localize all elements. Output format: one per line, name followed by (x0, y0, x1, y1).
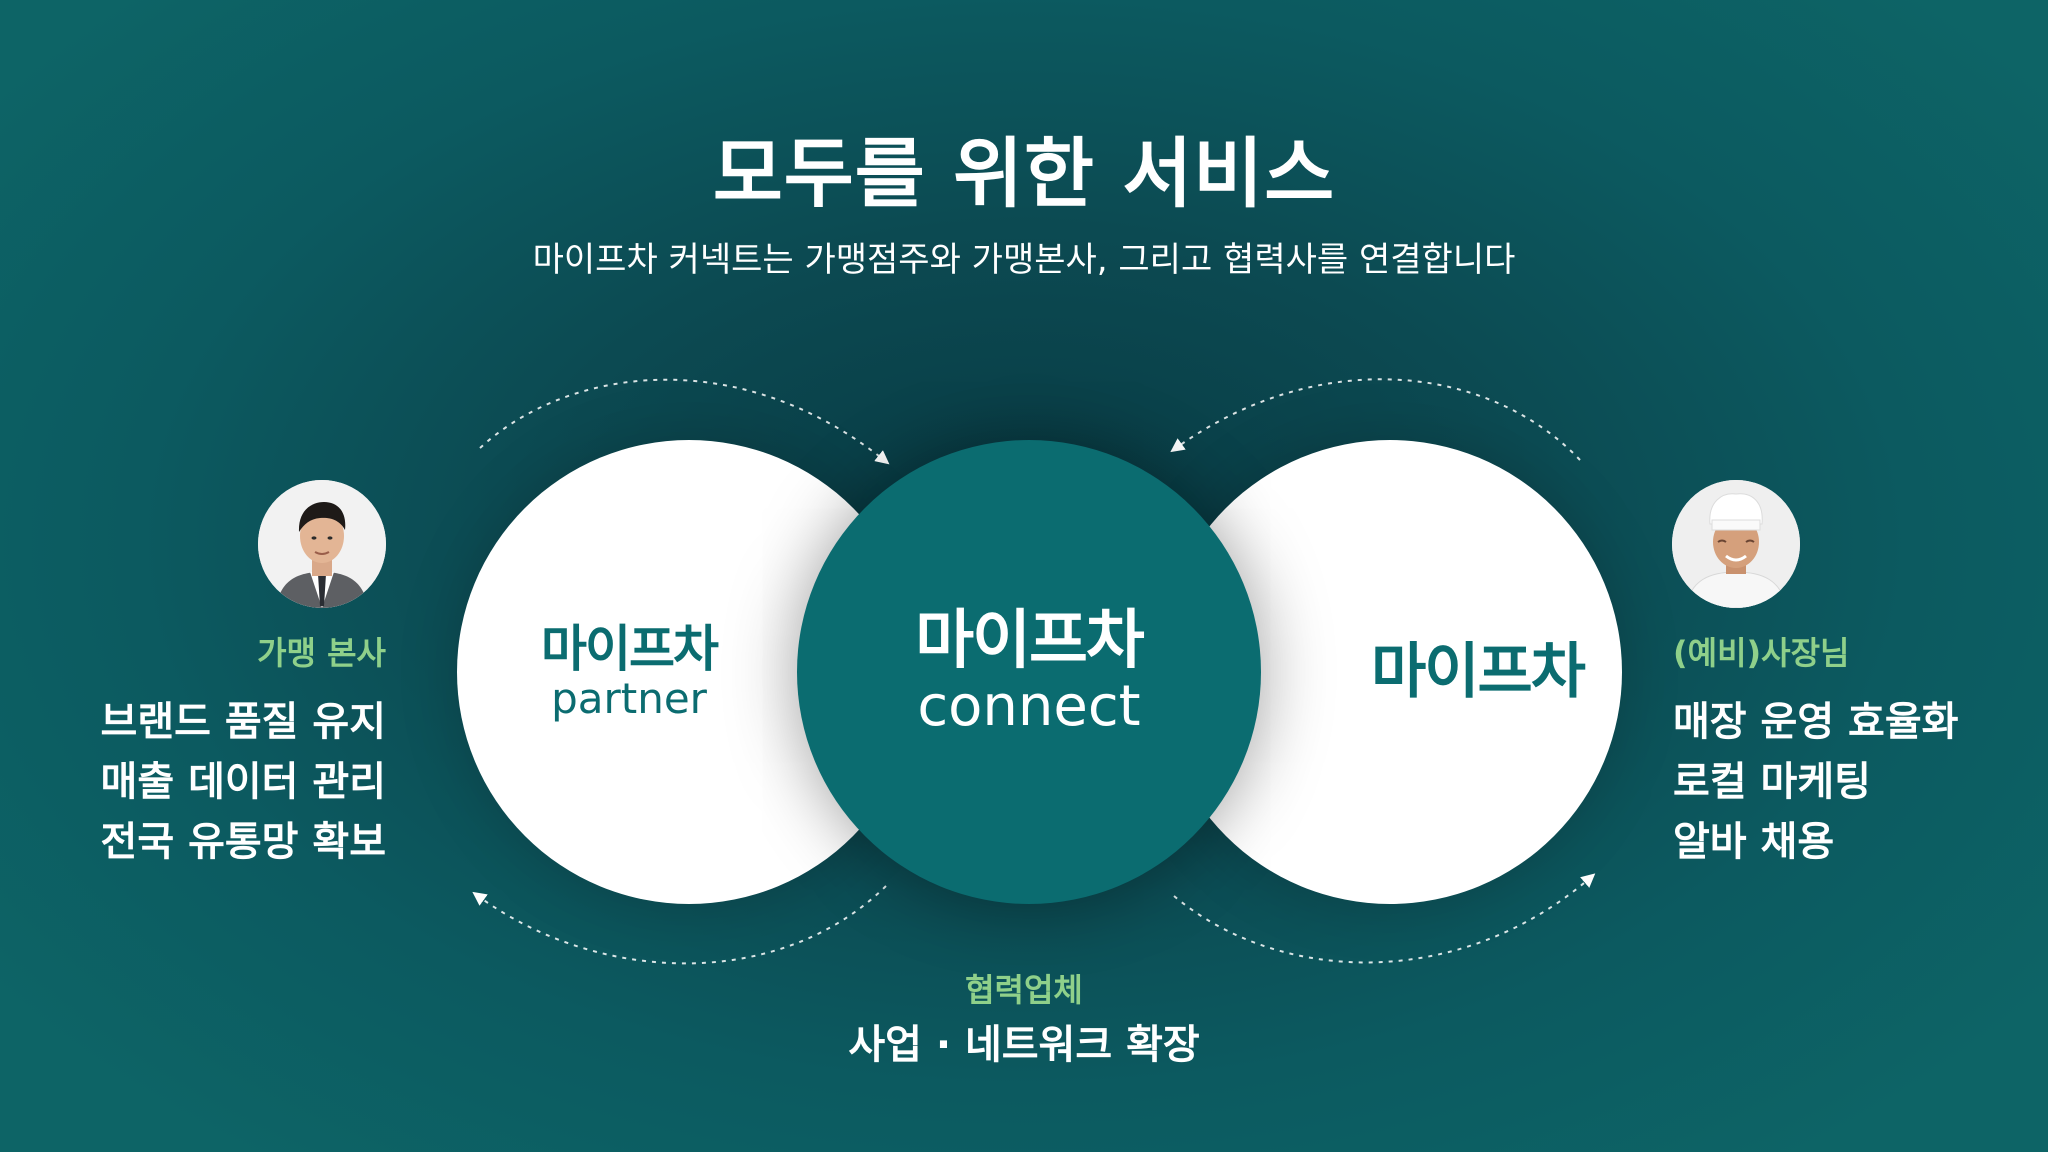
franchise-hq-label: 가맹 본사 (257, 634, 386, 672)
owner-features: 매장 운영 효율화 로컬 마케팅 알바 채용 (1673, 692, 1958, 872)
partner-logo: 마이프차 partner (541, 620, 719, 723)
partner-logo-text: 마이프차 (541, 620, 719, 678)
partner-company-feature: 사업 · 네트워크 확장 (848, 1022, 1200, 1068)
owner-avatar (1672, 480, 1800, 608)
list-item: 로컬 마케팅 (1673, 759, 1871, 805)
connect-logo-text: 마이프차 (915, 604, 1145, 678)
owner-label: (예비)사장님 (1673, 634, 1850, 672)
connect-logo: 마이프차 connect (915, 604, 1145, 739)
connect-circle: 마이프차 connect (797, 440, 1261, 904)
franchise-hq-avatar (258, 480, 386, 608)
partner-company-label: 협력업체 (965, 971, 1083, 1009)
list-item: 매출 데이터 관리 (100, 759, 386, 805)
list-item: 알바 채용 (1673, 819, 1835, 865)
partner-logo-sub: partner (551, 674, 707, 723)
list-item: 전국 유통망 확보 (100, 819, 386, 865)
page-subtitle: 마이프차 커넥트는 가맹점주와 가맹본사, 그리고 협력사를 연결합니다 (532, 240, 1516, 280)
list-item: 매장 운영 효율화 (1673, 699, 1959, 745)
owner-logo-text: 마이프차 (1371, 637, 1586, 707)
businessman-icon (258, 480, 386, 608)
chef-icon (1672, 480, 1800, 608)
owner-logo: 마이프차 (1371, 637, 1586, 707)
page-title: 모두를 위한 서비스 (712, 129, 1336, 218)
list-item: 브랜드 품질 유지 (100, 699, 386, 745)
connect-logo-sub: connect (917, 674, 1141, 739)
franchise-hq-features: 브랜드 품질 유지 매출 데이터 관리 전국 유통망 확보 (101, 692, 386, 872)
